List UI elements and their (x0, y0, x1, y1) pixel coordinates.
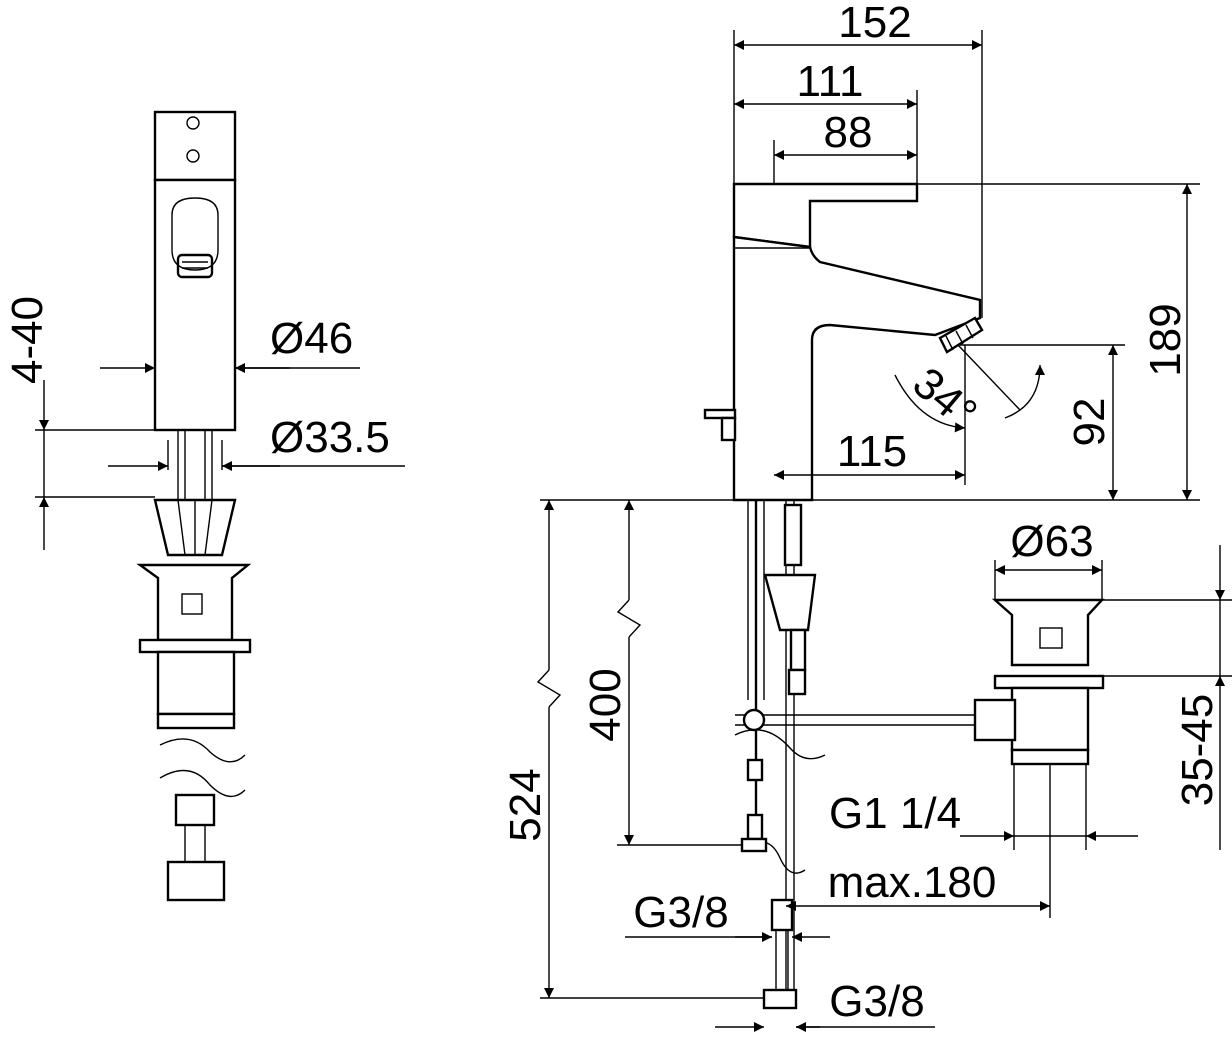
front-waste-slot (181, 593, 203, 615)
front-body (153, 178, 237, 432)
dim-spray-angle: 34° (904, 358, 986, 438)
dim-spout-projection: 115 (837, 427, 907, 476)
front-waste-flange (136, 563, 252, 642)
side-break-line-1 (734, 729, 826, 760)
waste-slot (1039, 627, 1063, 649)
dim-waste-depth-range: 35-45 (1173, 694, 1222, 807)
side-popup-stem (720, 416, 737, 442)
dim-waste-thread: G1 1/4 (829, 789, 961, 838)
side-lower-nut-2 (762, 988, 798, 1010)
side-hose-end (787, 668, 807, 696)
side-lower-nut-1 (740, 837, 768, 853)
front-view (136, 110, 252, 902)
waste-thread (1010, 748, 1090, 766)
dim-shank-diameter: Ø33.5 (270, 413, 390, 462)
dim-lever-length: 111 (797, 57, 864, 106)
dim-lever-offset: 88 (824, 108, 873, 157)
front-waste-plate (138, 638, 252, 654)
front-break-line-1 (159, 738, 246, 763)
front-break-line-2 (159, 769, 246, 798)
dim-body-height: 189 (1141, 303, 1190, 376)
dim-supply-thread-1: G3/8 (633, 888, 728, 937)
front-waste-tube (156, 650, 236, 716)
front-dimensions: 4-40 Ø46 Ø33.5 (3, 296, 405, 550)
dim-spout-reach-total: 152 (838, 0, 911, 47)
dim-pullrod-max: max.180 (828, 858, 997, 907)
dim-counter-thickness: 4-40 (3, 296, 52, 384)
side-fixing-nut (763, 573, 817, 632)
side-dimensions: 152 111 88 189 92 115 34° Ø63 35-45 (501, 0, 1232, 1032)
front-waste-thread (156, 712, 236, 730)
waste-flange (991, 598, 1105, 667)
side-rod-clamp (742, 708, 766, 732)
front-aerator (176, 253, 214, 279)
front-hose-nut (166, 860, 226, 902)
side-shank (783, 503, 803, 567)
side-popup-knob (703, 408, 737, 420)
front-lever-block (153, 110, 237, 182)
side-body-spout (732, 235, 982, 502)
dim-supply-thread-2: G3/8 (829, 977, 924, 1026)
waste-rod-nut (973, 698, 1017, 742)
side-view (703, 182, 1105, 1010)
dim-outlet-height: 92 (1065, 398, 1114, 447)
side-lower-fitting-1 (746, 758, 764, 782)
side-hose-body (789, 628, 807, 672)
dim-hose-total-length: 524 (501, 768, 550, 841)
side-lower-fitting-3 (770, 898, 794, 932)
waste-body (1010, 686, 1090, 752)
front-hose-fitting (174, 793, 216, 827)
side-lever (732, 182, 919, 249)
side-lower-fitting-2 (746, 813, 764, 841)
front-indicator-dot-1 (186, 116, 200, 130)
front-outlet-shape (171, 197, 219, 271)
front-indicator-dot-2 (186, 149, 200, 163)
dim-body-diameter: Ø46 (270, 314, 353, 363)
dim-waste-flange-diameter: Ø63 (1010, 517, 1093, 566)
dim-hose-length-to-tap: 400 (581, 668, 630, 741)
waste-plate (993, 674, 1105, 690)
